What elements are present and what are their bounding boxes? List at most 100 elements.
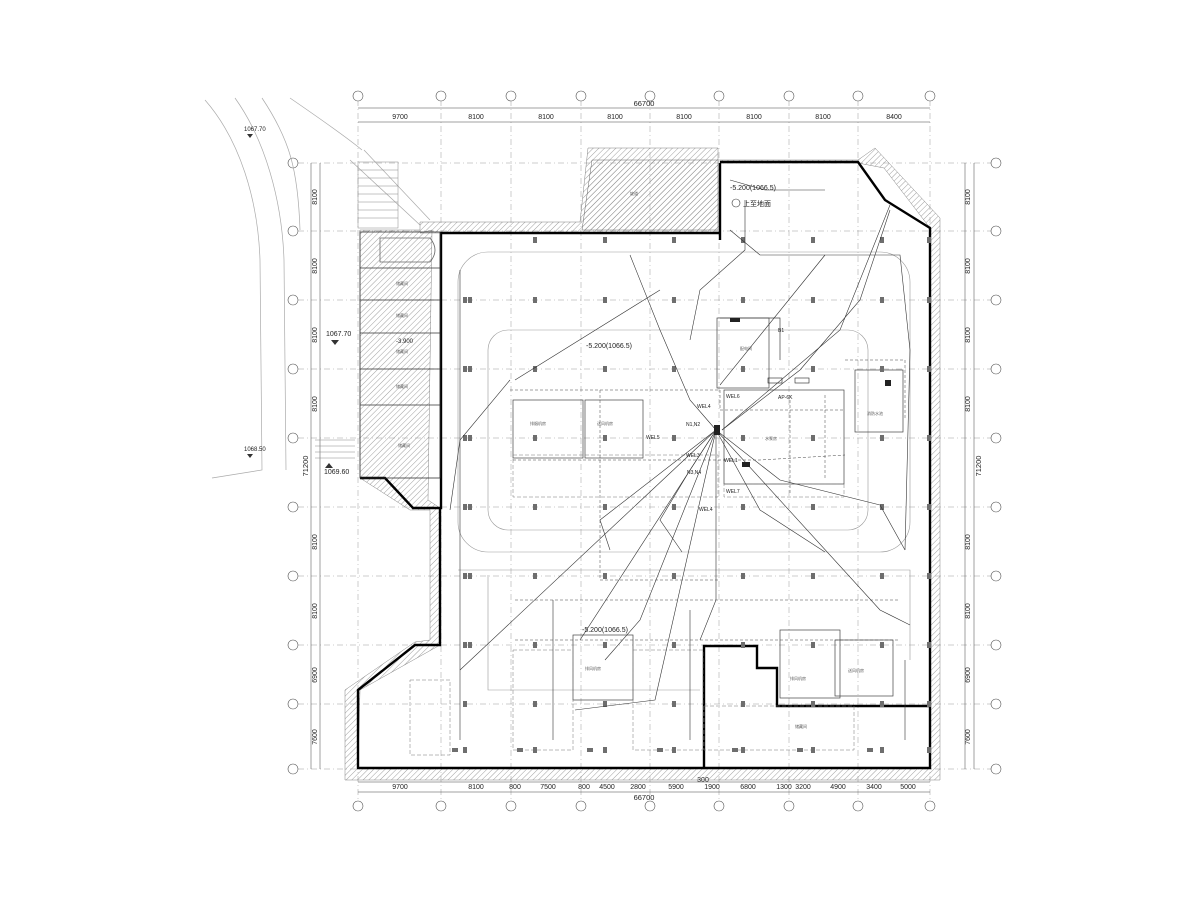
column <box>672 747 676 753</box>
column <box>732 748 738 752</box>
bottom-dimension: 7500 <box>540 784 556 791</box>
column <box>468 504 472 510</box>
column <box>463 642 467 648</box>
bottom-dimension: 9700 <box>392 784 408 791</box>
bottom-dimension: 6800 <box>740 784 756 791</box>
column <box>533 366 537 372</box>
dimension-lines <box>310 107 975 793</box>
grid-bubbles-bottom <box>352 800 936 812</box>
ramp-label: 上至地面 <box>743 199 771 208</box>
left-dimension: 8100 <box>312 189 319 205</box>
column <box>603 747 607 753</box>
elevation-triangle-icon <box>325 463 333 468</box>
wiring <box>449 179 911 740</box>
column <box>603 573 607 579</box>
column <box>587 748 593 752</box>
room-label: 排烟机房 <box>530 420 546 426</box>
column <box>927 297 931 303</box>
circuit-label: WEL4 <box>699 507 713 513</box>
column <box>603 504 607 510</box>
column <box>927 366 931 372</box>
column <box>463 701 467 707</box>
circuit-label: WEL5 <box>646 435 660 441</box>
bottom-dimension: 8100 <box>468 784 484 791</box>
top-dimensions: 66700 9700 8100 8100 8100 8100 8100 8100… <box>392 99 902 121</box>
elevation-triangle-icon <box>247 454 253 458</box>
left-dimension: 8100 <box>312 327 319 343</box>
column <box>463 435 467 441</box>
column <box>741 747 745 753</box>
panel-b-label: B1 <box>778 328 784 334</box>
room-label: 排风机房 <box>790 675 806 681</box>
column <box>811 573 815 579</box>
left-dimension: 7600 <box>312 729 319 745</box>
right-dimension-total: 71200 <box>974 456 983 477</box>
column <box>463 504 467 510</box>
top-dimension: 8100 <box>538 114 554 121</box>
column <box>533 237 537 243</box>
column <box>880 701 884 707</box>
column <box>452 748 458 752</box>
column <box>603 701 607 707</box>
right-dimension: 7600 <box>965 729 972 745</box>
grid-bubbles-right <box>990 157 1002 775</box>
column <box>927 573 931 579</box>
floor-elevation-bottom: -5.200(1066.5) <box>582 627 628 634</box>
right-dimension: 8100 <box>965 327 972 343</box>
top-dimension: 8100 <box>676 114 692 121</box>
column <box>468 366 472 372</box>
column <box>927 237 931 243</box>
column <box>811 435 815 441</box>
column <box>672 504 676 510</box>
panel-ap-label: AP-6K <box>778 395 793 401</box>
column <box>927 701 931 707</box>
entry-stairs <box>315 161 399 459</box>
column <box>657 748 663 752</box>
column <box>880 504 884 510</box>
left-dimension-total: 71200 <box>301 456 310 477</box>
room-label: 配电间 <box>740 345 752 351</box>
column <box>468 435 472 441</box>
column <box>880 366 884 372</box>
room-label: 储藏间 <box>396 383 408 389</box>
column <box>741 435 745 441</box>
retaining-wall-hatch <box>344 147 941 781</box>
column <box>741 297 745 303</box>
column <box>463 366 467 372</box>
column <box>463 573 467 579</box>
column <box>468 297 472 303</box>
column <box>741 642 745 648</box>
site-elevation-c: 1068.50 <box>244 447 266 453</box>
circuit-label: N3,N4 <box>687 470 701 476</box>
bottom-dimension: 3400 <box>866 784 882 791</box>
top-dimension: 8100 <box>607 114 623 121</box>
bottom-dimension: 800 <box>578 784 590 791</box>
bottom-dimension: 5900 <box>668 784 684 791</box>
column <box>880 747 884 753</box>
floor-elevation-center: -5.200(1066.5) <box>586 343 632 350</box>
stair-elevation: -3.900 <box>396 339 414 345</box>
room-label: 消防水池 <box>867 410 883 416</box>
bottom-dimension-total: 66700 <box>634 793 655 802</box>
right-dimension: 8100 <box>965 534 972 550</box>
bottom-dimensions: 9700 8100 800 7500 800 4500 2800 5900 30… <box>392 777 916 802</box>
column <box>880 237 884 243</box>
column <box>672 435 676 441</box>
column <box>603 237 607 243</box>
column <box>468 573 472 579</box>
column <box>811 747 815 753</box>
column <box>811 504 815 510</box>
circuit-label: WEL3 <box>686 453 700 459</box>
site-elevation-a: 1067.70 <box>244 127 266 133</box>
room-label: 储藏间 <box>396 348 408 354</box>
column <box>880 642 884 648</box>
column <box>741 237 745 243</box>
right-dimension: 8100 <box>965 189 972 205</box>
structural-columns <box>452 237 931 753</box>
right-dimensions: 8100 8100 8100 8100 71200 8100 8100 6900… <box>965 189 983 745</box>
top-dimension: 8400 <box>886 114 902 121</box>
column <box>533 504 537 510</box>
bottom-dimension: 4500 <box>599 784 615 791</box>
column <box>741 701 745 707</box>
bottom-dimension: 1900 <box>704 784 720 791</box>
